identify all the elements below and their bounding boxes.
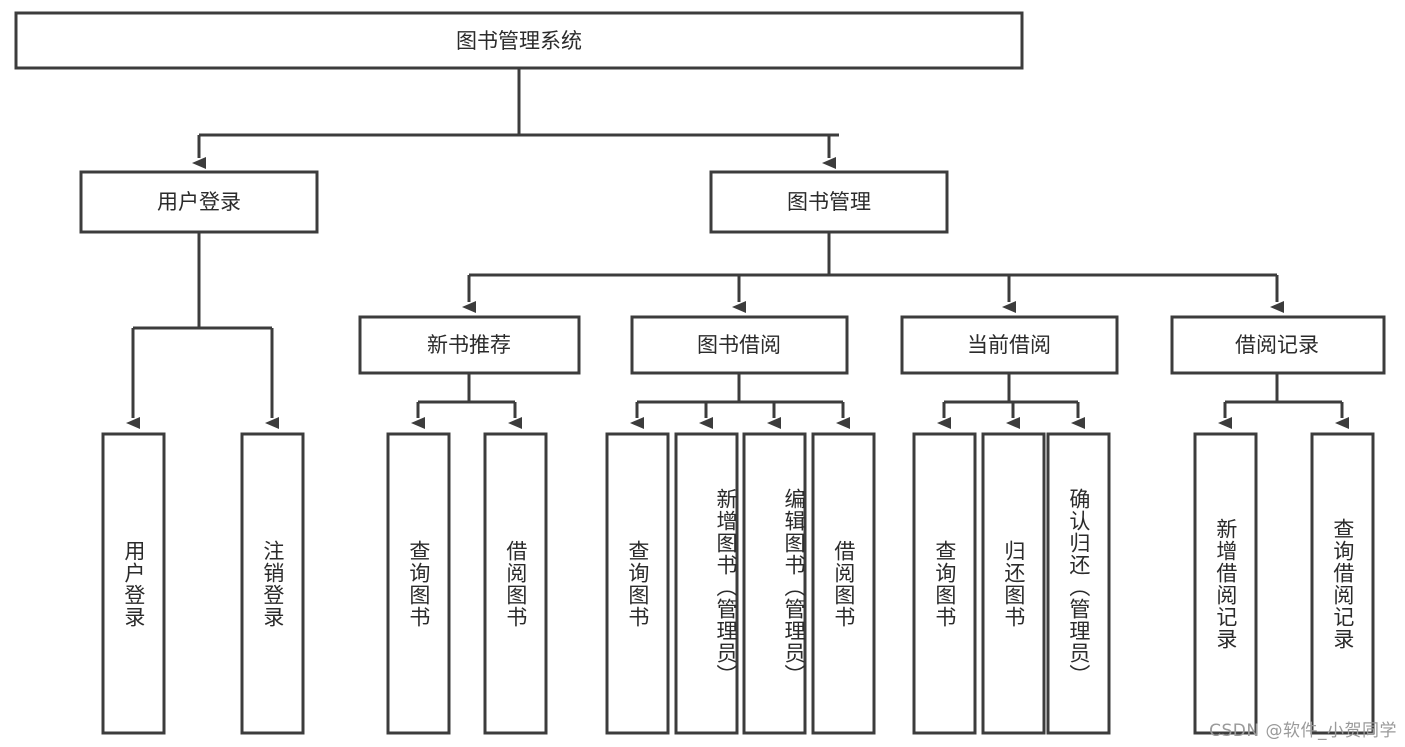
connector-borrowrecord-to-leaves — [1218, 373, 1349, 429]
node-leaf-add-borrow-record[interactable] — [1193, 432, 1258, 735]
node-new-book-recommend[interactable]: 新书推荐 — [358, 315, 581, 375]
node-leaf-confirm-return-admin[interactable] — [1046, 432, 1111, 735]
node-borrow-record-label: 借阅记录 — [1235, 333, 1319, 357]
node-leaf-logout[interactable] — [240, 432, 305, 735]
connector-newbook-to-leaves — [411, 373, 522, 429]
node-leaf-edit-book-admin[interactable] — [742, 432, 807, 735]
node-user-login-label: 用户登录 — [157, 190, 241, 214]
node-leaf-query-book-current[interactable] — [912, 432, 977, 735]
node-leaf-query-borrow-record[interactable] — [1310, 432, 1375, 735]
connector-root-to-level2 — [192, 68, 839, 169]
node-leaf-query-book-borrow[interactable] — [605, 432, 670, 735]
node-current-borrow-label: 当前借阅 — [967, 333, 1051, 357]
node-root-label: 图书管理系统 — [456, 29, 582, 53]
node-borrow-record[interactable]: 借阅记录 — [1170, 315, 1386, 375]
node-book-management[interactable]: 图书管理 — [709, 170, 949, 234]
node-leaf-add-book-admin[interactable] — [674, 432, 739, 735]
node-user-login[interactable]: 用户登录 — [79, 170, 319, 234]
connector-userlogin-to-leaves — [126, 232, 279, 429]
node-leaf-return-book[interactable] — [981, 432, 1046, 735]
csdn-watermark: CSDN @软件_小贺同学 — [1209, 721, 1397, 741]
node-book-management-label: 图书管理 — [787, 190, 871, 214]
node-current-borrow[interactable]: 当前借阅 — [900, 315, 1119, 375]
node-book-borrow-label: 图书借阅 — [697, 333, 781, 357]
connector-currentborrow-to-leaves — [937, 373, 1085, 429]
connector-bookborrow-to-leaves — [630, 373, 850, 429]
node-leaf-query-book-newbook[interactable] — [386, 432, 451, 735]
node-leaf-user-login[interactable] — [101, 432, 166, 735]
node-new-book-recommend-label: 新书推荐 — [427, 333, 511, 357]
node-book-borrow[interactable]: 图书借阅 — [630, 315, 849, 375]
node-leaf-borrow-book[interactable] — [811, 432, 876, 735]
node-root[interactable]: 图书管理系统 — [14, 11, 1024, 70]
connector-bookmgmt-to-level3 — [462, 232, 1284, 313]
node-leaf-borrow-book-newbook[interactable] — [483, 432, 548, 735]
